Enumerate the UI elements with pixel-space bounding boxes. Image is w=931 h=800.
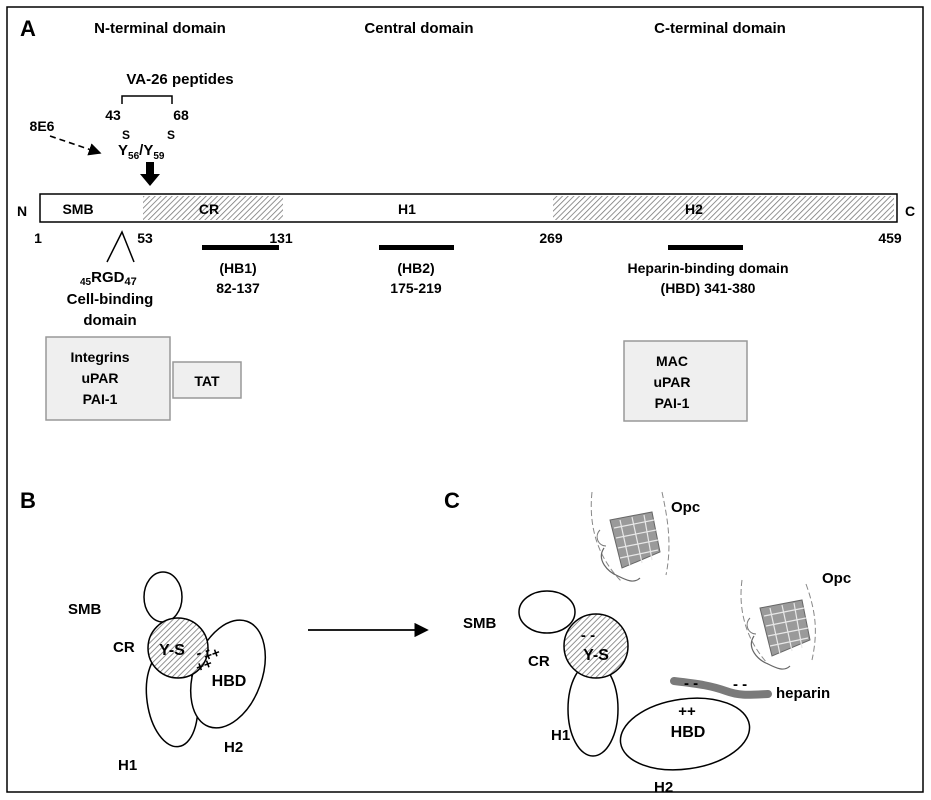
heparin-charges-1: - - (684, 675, 698, 692)
b-cr-label: CR (113, 639, 135, 656)
ligand-right-2: uPAR (653, 374, 690, 390)
sulfotyrosine-label: Y56/Y59 (118, 142, 165, 162)
c-hbd-label: HBD (671, 724, 706, 741)
c-ys-label: Y-S (583, 647, 609, 664)
c-h2-label: H2 (654, 779, 673, 796)
opc-protein-2 (740, 579, 816, 670)
panel-c-label: C (444, 488, 460, 513)
b-smb-label: SMB (68, 601, 102, 618)
position-53: 53 (137, 230, 153, 246)
b-hbd-label: HBD (212, 673, 247, 690)
b-ys-label: Y-S (159, 642, 185, 659)
ligand-box-left (45, 336, 171, 421)
position-459: 459 (878, 230, 902, 246)
position-131: 131 (269, 230, 293, 246)
c-plus-charges: ++ (678, 703, 696, 720)
thick-down-arrow (140, 162, 160, 186)
c-cr-domain (563, 613, 629, 679)
bar-cr-label: CR (199, 201, 219, 217)
hb2-bar (379, 245, 454, 250)
b-minus-charges: - - (193, 641, 212, 662)
position-1: 1 (34, 230, 42, 246)
c-h1-label: H1 (551, 727, 570, 744)
c-smb-domain (518, 590, 576, 634)
ligand-box-right (623, 340, 748, 422)
bar-h2-label: H2 (685, 201, 703, 217)
antibody-8e6-label: 8E6 (30, 118, 55, 134)
hb1-name: (HB1) (219, 260, 256, 276)
panel-a-label: A (20, 16, 36, 41)
figure-frame (6, 6, 924, 793)
hb1-range: 82-137 (216, 280, 260, 296)
c-h2-domain (619, 697, 751, 771)
heparin-charges-2: - - (733, 676, 747, 693)
b-plus-charges-2: ++ (193, 655, 214, 676)
h2-hatched-region (553, 196, 894, 220)
ligand-left-3: PAI-1 (83, 391, 118, 407)
antibody-dashed-arrow (49, 135, 102, 156)
c-cr-label: CR (528, 653, 550, 670)
peptide-start: 43 (105, 107, 121, 123)
b-cr-domain (147, 617, 209, 679)
ligand-box-tat (172, 361, 242, 399)
cell-binding-line2: domain (83, 312, 136, 329)
ligand-right-3: PAI-1 (655, 395, 690, 411)
b-h1-label: H1 (118, 757, 137, 774)
b-smb-domain (143, 571, 183, 623)
rgd-wedge (106, 230, 135, 263)
ligand-left-2: uPAR (81, 370, 118, 386)
b-plus-charges-1: ++ (201, 644, 222, 665)
hbd-range: (HBD) 341-380 (661, 280, 756, 296)
b-h2-label: H2 (224, 739, 243, 756)
hb2-name: (HB2) (397, 260, 434, 276)
bar-smb-label: SMB (62, 201, 93, 217)
bar-h1-label: H1 (398, 201, 416, 217)
heparin-strand (670, 677, 772, 699)
central-header: Central domain (364, 20, 473, 37)
heparin-label: heparin (776, 685, 830, 702)
hb1-bar (202, 245, 279, 250)
sulfo-s-right: S (167, 128, 175, 142)
n-terminus-label: N (17, 203, 27, 219)
position-269: 269 (539, 230, 563, 246)
cr-hatched-region (143, 196, 283, 220)
panel-b-label: B (20, 488, 36, 513)
sulfo-s-left: S (122, 128, 130, 142)
ligand-tat: TAT (194, 373, 220, 389)
hbd-bar (668, 245, 743, 250)
hb2-range: 175-219 (390, 280, 442, 296)
c-terminus-label: C (905, 203, 915, 219)
va26-peptides-label: VA-26 peptides (126, 71, 233, 88)
c-terminal-header: C-terminal domain (654, 20, 786, 37)
peptide-bracket (121, 95, 173, 104)
c-smb-label: SMB (463, 615, 497, 632)
c-minus-charges: - - (581, 627, 595, 644)
ligand-left-1: Integrins (70, 349, 129, 365)
opc-label-2: Opc (822, 570, 851, 587)
cell-binding-line1: Cell-binding (67, 291, 154, 308)
rgd-motif-label: 45RGD47 (80, 269, 137, 288)
peptide-end: 68 (173, 107, 189, 123)
n-terminal-header: N-terminal domain (94, 20, 226, 37)
opc-protein-1 (590, 491, 670, 583)
hbd-name: Heparin-binding domain (628, 260, 789, 276)
ligand-right-1: MAC (656, 353, 688, 369)
opc-label-1: Opc (671, 499, 700, 516)
